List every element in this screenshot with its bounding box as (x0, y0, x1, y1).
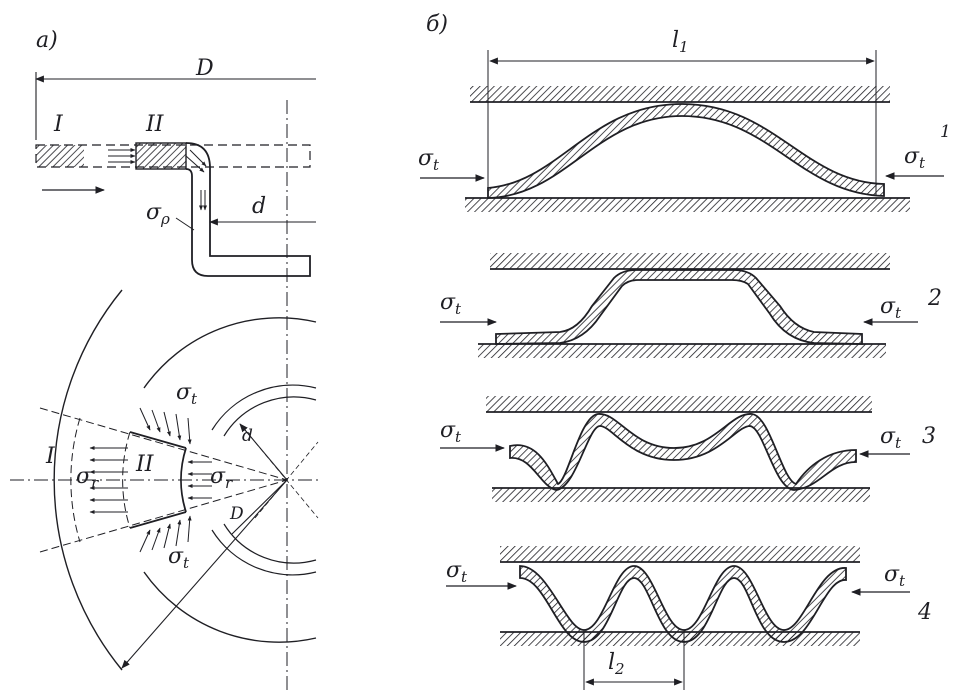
stage-3-number: 3 (922, 424, 936, 449)
stage-1-force-left: σt (418, 146, 440, 174)
stage-1-force-right: σt (904, 144, 926, 172)
stage-4-force-right: σt (884, 562, 906, 590)
zone-one-label-plan: I (46, 444, 55, 469)
stage-3-force-right: σt (880, 424, 902, 452)
panel-a-drawing (10, 72, 319, 690)
panel-a-label: а) (36, 28, 58, 53)
radius-outer-label: D (230, 504, 244, 524)
panel-b-label: б) (426, 12, 449, 37)
stage-3 (440, 396, 910, 502)
stress-tangential-bottom-label: σt (168, 544, 190, 572)
stress-tangential-top-label: σt (176, 380, 198, 408)
blank-circle (53, 289, 123, 671)
stage-2 (440, 253, 918, 358)
dim-outer-label: D (196, 56, 214, 81)
zone-two-label-side: II (146, 112, 164, 137)
stage-2-number: 2 (928, 286, 942, 311)
stress-axial-label: σρ (146, 200, 170, 228)
stage-2-force-right: σt (880, 294, 902, 322)
stress-radial-inner-label: σr (210, 464, 233, 492)
stage-4-number: 4 (918, 600, 932, 625)
zone-two-label-plan: II (136, 452, 154, 477)
stage-1 (420, 86, 944, 212)
stage-2-force-left: σt (440, 290, 462, 318)
sigma-p-leader (175, 217, 195, 231)
stage-4-force-left: σt (446, 558, 468, 586)
panel-b-drawing (420, 50, 944, 690)
dim-inner-label: d (252, 194, 267, 219)
dim-l1-label: l1 (672, 28, 689, 56)
stress-radial-outer-label: σr (76, 464, 99, 492)
zone-one-label-side: I (54, 112, 63, 137)
drawn-wall (185, 142, 311, 277)
stage-1-number: 1 (940, 122, 951, 142)
blank-hatch (36, 145, 84, 167)
stage-4 (446, 546, 910, 690)
zone-two-section (135, 142, 187, 170)
dim-l2-label: l2 (608, 650, 625, 678)
radius-inner-label: d (242, 426, 253, 446)
stage-3-force-left: σt (440, 418, 462, 446)
